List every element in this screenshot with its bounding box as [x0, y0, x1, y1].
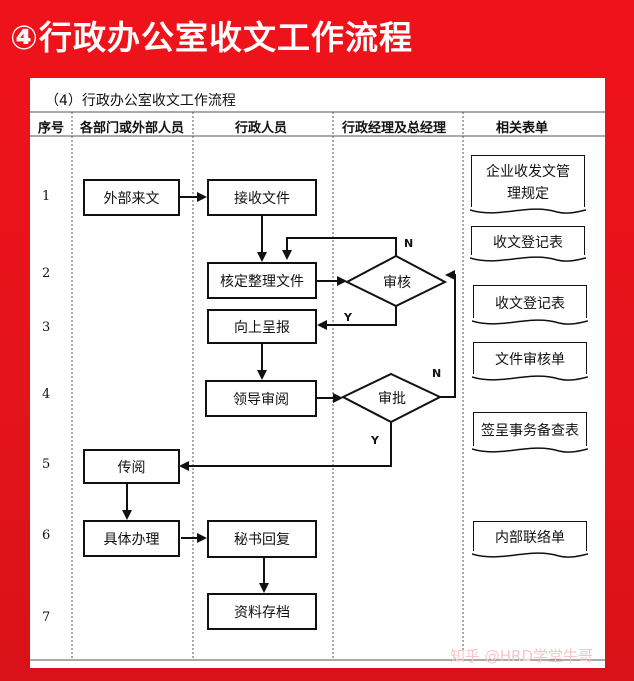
- node-circulate: 传阅: [83, 449, 180, 484]
- header-admin: 行政人员: [235, 121, 288, 136]
- header-forms: 相关表单: [496, 121, 549, 136]
- node-external-doc: 外部来文: [83, 179, 180, 216]
- form-receipt-register-1: 收文登记表: [470, 226, 586, 258]
- arrow-approve-no: [440, 270, 456, 398]
- doc-wave: [470, 207, 586, 217]
- arrow-audit-yes: [317, 306, 397, 330]
- row-number: 4: [42, 387, 51, 402]
- decision-audit-label: 审核: [383, 275, 411, 291]
- form-label: 签呈事务备查表: [481, 423, 579, 439]
- doc-wave: [472, 374, 588, 384]
- form-petition-record-sheet: 签呈事务备查表: [472, 412, 588, 449]
- form-doc-management-rules: 企业收发文管理规定: [470, 155, 586, 210]
- lane-grid: [30, 111, 605, 661]
- node-receive-file: 接收文件: [207, 179, 317, 216]
- form-label: 文件审核单: [495, 352, 565, 368]
- form-label: 内部联络单: [495, 530, 565, 546]
- row-number: 7: [42, 610, 51, 625]
- form-label: 企业收发文管理规定: [486, 164, 570, 202]
- node-report-up: 向上呈报: [207, 309, 317, 344]
- watermark: 知乎 @HRD学堂牛哥: [450, 647, 594, 665]
- row-number: 1: [42, 189, 51, 204]
- row-number: 5: [42, 457, 51, 472]
- doc-wave: [472, 318, 588, 328]
- approve-no-flag: N: [432, 367, 442, 380]
- node-leader-review: 领导审阅: [205, 380, 317, 417]
- flowchart-subtitle: （4）行政办公室收文工作流程: [45, 93, 236, 109]
- header-dept: 各部门或外部人员: [80, 121, 185, 136]
- doc-wave: [470, 255, 586, 265]
- form-label: 收文登记表: [495, 295, 565, 312]
- arrow-approve-yes: [179, 422, 392, 471]
- node-secretary-reply: 秘书回复: [207, 520, 317, 558]
- row-number: 3: [42, 320, 51, 335]
- node-organize-file: 核定整理文件: [207, 262, 317, 299]
- doc-wave: [472, 551, 588, 561]
- form-label: 收文登记表: [493, 234, 563, 251]
- header-manager: 行政经理及总经理: [342, 121, 447, 136]
- banner-title: ④行政办公室收文工作流程: [10, 18, 413, 57]
- node-archive: 资料存档: [207, 593, 317, 630]
- form-file-audit-sheet: 文件审核单: [472, 342, 588, 377]
- node-specific-handling: 具体办理: [83, 520, 180, 557]
- form-receipt-register-2: 收文登记表: [472, 285, 588, 321]
- doc-wave: [472, 446, 588, 456]
- audit-no-flag: N: [404, 237, 414, 250]
- header-seq: 序号: [38, 121, 65, 136]
- approve-yes-flag: Y: [371, 434, 379, 447]
- form-internal-contact-sheet: 内部联络单: [472, 521, 588, 554]
- decision-approve-label: 审批: [378, 391, 406, 407]
- row-number: 6: [42, 528, 51, 543]
- arrow-audit-no: [282, 237, 397, 260]
- row-number: 2: [42, 266, 51, 281]
- audit-yes-flag: Y: [344, 311, 352, 324]
